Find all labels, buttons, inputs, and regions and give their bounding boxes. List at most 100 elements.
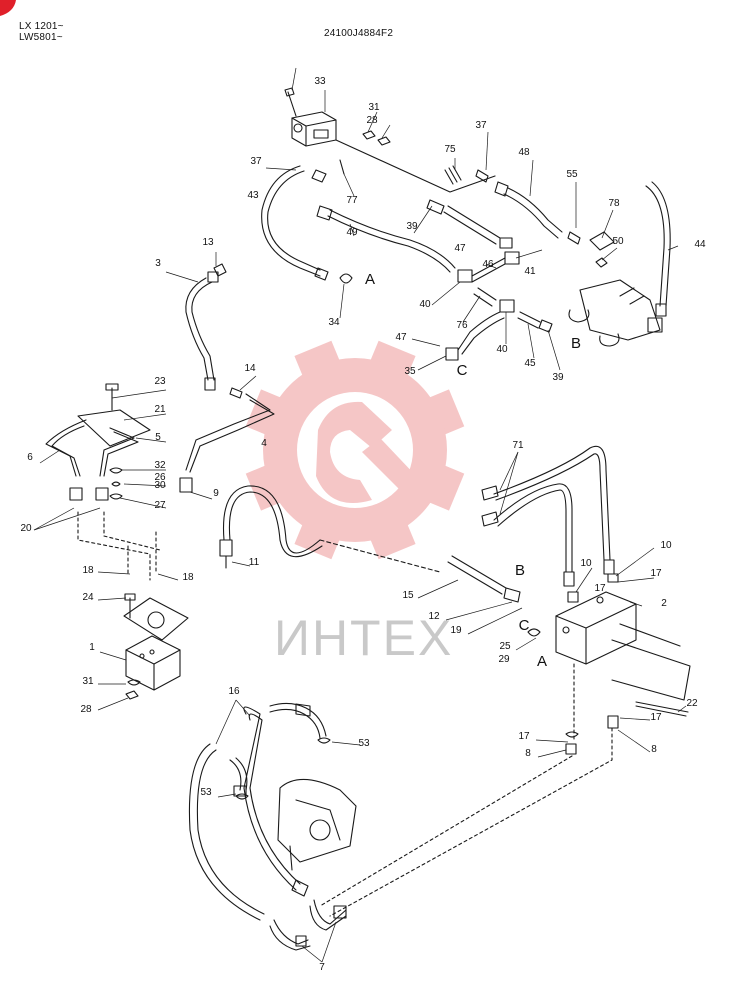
part-callout-2: 2	[661, 598, 667, 609]
leader-line	[601, 209, 614, 239]
part-callout-17: 17	[650, 712, 662, 723]
fitting-35	[445, 347, 459, 361]
leader-line	[321, 921, 337, 963]
fitting-50	[595, 257, 608, 268]
leader-line	[343, 173, 355, 197]
bolt-25-head	[284, 87, 295, 97]
leader-line	[515, 637, 537, 651]
leader-lines	[33, 67, 687, 963]
plug-55	[567, 231, 581, 245]
fitting-39-lower	[538, 319, 553, 333]
part-callout-21: 21	[154, 404, 166, 415]
spring-75	[444, 165, 462, 185]
oring-53-right	[317, 737, 331, 744]
dashed-leaders-18	[127, 531, 157, 575]
leader-line	[231, 561, 251, 567]
part-callout-78: 78	[608, 198, 620, 209]
fitting-13	[213, 263, 227, 277]
leader-line	[123, 483, 167, 487]
fitting-10-left	[567, 591, 579, 603]
leader-line	[499, 451, 519, 515]
valve-1	[125, 635, 181, 691]
fittings-7	[269, 899, 347, 951]
leader-line	[33, 507, 101, 531]
leader-line	[97, 597, 127, 601]
part-callout-76: 76	[456, 320, 468, 331]
leader-line	[123, 413, 167, 421]
fitting-77	[339, 159, 345, 175]
part-callout-13: 13	[202, 237, 214, 248]
cap-78	[589, 231, 615, 251]
part-callout-53: 53	[358, 738, 370, 749]
valve-2	[555, 591, 691, 701]
connection-letter-b: B	[571, 335, 581, 352]
leader-line	[97, 571, 131, 575]
part-callout-23: 23	[154, 376, 166, 387]
hoses-71	[481, 445, 615, 587]
part-callout-4: 4	[261, 438, 267, 449]
part-callout-32: 32	[154, 460, 166, 471]
part-callout-50: 50	[612, 236, 624, 247]
leader-line	[527, 323, 535, 359]
part-callout-39: 39	[406, 221, 418, 232]
leader-line	[617, 729, 651, 753]
part-callout-28: 28	[80, 704, 92, 715]
leader-line	[339, 283, 345, 319]
leader-line	[417, 579, 459, 599]
part-callout-17: 17	[650, 568, 662, 579]
part-callout-14: 14	[244, 363, 256, 374]
watermark-logo-icon	[245, 340, 465, 560]
part-callout-28: 28	[366, 115, 378, 126]
fitting-34	[339, 273, 353, 284]
part-callout-47: 47	[395, 332, 407, 343]
part-callout-27: 27	[154, 500, 166, 511]
nuts-31-28-lower	[125, 679, 141, 700]
part-callout-40: 40	[496, 344, 508, 355]
part-callout-12: 12	[428, 611, 440, 622]
leader-line	[217, 793, 237, 798]
hose-15	[447, 555, 521, 603]
part-callout-45: 45	[524, 358, 536, 369]
leader-line	[97, 697, 129, 711]
leader-line	[189, 491, 213, 500]
leader-line	[39, 449, 61, 464]
connection-letter-c: C	[519, 617, 530, 634]
part-callout-39: 39	[552, 372, 564, 383]
leader-line	[411, 338, 441, 347]
part-callout-46: 46	[482, 259, 494, 270]
leader-line	[575, 567, 593, 593]
part-callout-55: 55	[566, 169, 578, 180]
part-callout-15: 15	[402, 590, 414, 601]
part-callout-75: 75	[444, 144, 456, 155]
leader-line	[537, 749, 567, 758]
leader-line	[431, 281, 461, 306]
part-callout-18: 18	[82, 565, 94, 576]
hose-11-dashed	[319, 539, 441, 573]
part-callout-37: 37	[475, 120, 487, 131]
part-callout-20: 20	[20, 523, 32, 534]
leader-line	[445, 601, 513, 621]
tee-40-upper	[457, 257, 506, 283]
leader-line	[515, 249, 543, 259]
leader-line	[381, 124, 391, 139]
bolt-22	[635, 701, 689, 717]
part-callout-5: 5	[155, 432, 161, 443]
part-callout-8: 8	[651, 744, 657, 755]
leader-line	[367, 111, 378, 133]
connection-letter-a: A	[537, 653, 547, 670]
tube-45	[517, 311, 541, 329]
part-callout-7: 7	[319, 962, 325, 973]
part-callout-33: 33	[314, 76, 326, 87]
leader-line	[485, 131, 489, 171]
bolt-23	[105, 383, 119, 411]
part-callout-3: 3	[155, 258, 161, 269]
leader-line	[485, 263, 497, 269]
hose-43	[261, 165, 329, 281]
fitting-37-right	[475, 169, 489, 183]
leader-line	[135, 437, 167, 443]
part-callout-17: 17	[594, 583, 606, 594]
part-callout-71: 71	[512, 440, 524, 451]
leader-line	[235, 699, 251, 717]
